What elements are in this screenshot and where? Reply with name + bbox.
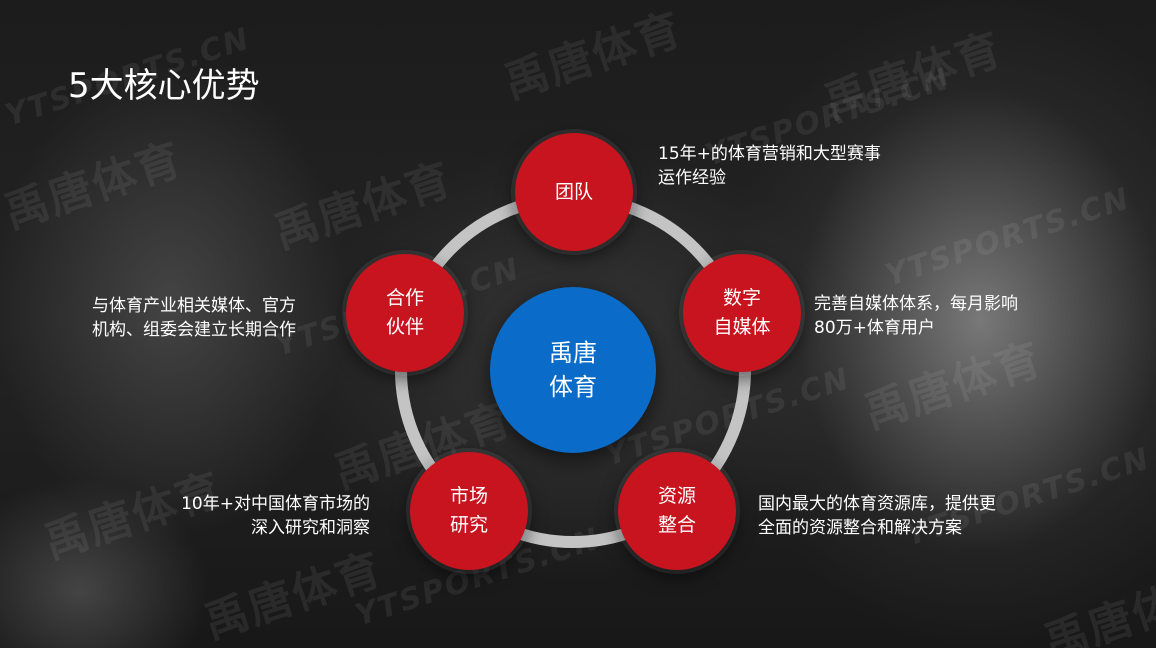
node-label-line2: 研究 bbox=[449, 514, 488, 536]
description-line: 运作经验 bbox=[658, 168, 726, 188]
node-label-line1: 市场 bbox=[449, 485, 488, 507]
description-line: 深入研究和洞察 bbox=[251, 518, 370, 538]
node-label-line1: 团队 bbox=[554, 180, 593, 203]
description-line: 全面的资源整合和解决方案 bbox=[758, 518, 962, 538]
node-label-line1: 数字 bbox=[722, 287, 761, 309]
description-line: 机构、组委会建立长期合作 bbox=[92, 320, 296, 340]
description-line: 国内最大的体育资源库，提供更 bbox=[758, 494, 996, 514]
description-line: 80万+体育用户 bbox=[814, 318, 935, 338]
node-digital-media-description: 完善自媒体体系，每月影响 80万+体育用户 bbox=[814, 292, 1018, 340]
node-label-line2: 自媒体 bbox=[713, 316, 771, 338]
description-line: 15年+的体育营销和大型赛事 bbox=[658, 144, 881, 164]
page-title: 5大核心优势 bbox=[68, 66, 260, 106]
node-market-research: 市场 研究 bbox=[410, 452, 528, 570]
center-node-line2: 体育 bbox=[549, 373, 597, 401]
node-label-line1: 资源 bbox=[657, 485, 696, 507]
node-team-description: 15年+的体育营销和大型赛事 运作经验 bbox=[658, 142, 881, 190]
node-digital-media: 数字 自媒体 bbox=[683, 254, 801, 372]
description-line: 完善自媒体体系，每月影响 bbox=[814, 294, 1018, 314]
description-line: 10年+对中国体育市场的 bbox=[181, 494, 370, 514]
node-label-line1: 合作 bbox=[385, 287, 424, 309]
description-line: 与体育产业相关媒体、官方 bbox=[92, 296, 296, 316]
node-partners: 合作 伙伴 bbox=[346, 254, 464, 372]
center-node: 禹唐 体育 bbox=[490, 287, 656, 453]
node-resource-integration: 资源 整合 bbox=[618, 452, 736, 570]
node-team: 团队 bbox=[515, 133, 633, 251]
node-label-line2: 伙伴 bbox=[385, 316, 424, 338]
center-node-line1: 禹唐 bbox=[549, 339, 597, 367]
node-market-research-description: 10年+对中国体育市场的 深入研究和洞察 bbox=[130, 492, 370, 540]
node-label-line2: 整合 bbox=[657, 514, 696, 536]
node-partners-description: 与体育产业相关媒体、官方 机构、组委会建立长期合作 bbox=[92, 294, 296, 342]
node-resource-integration-description: 国内最大的体育资源库，提供更 全面的资源整合和解决方案 bbox=[758, 492, 996, 540]
